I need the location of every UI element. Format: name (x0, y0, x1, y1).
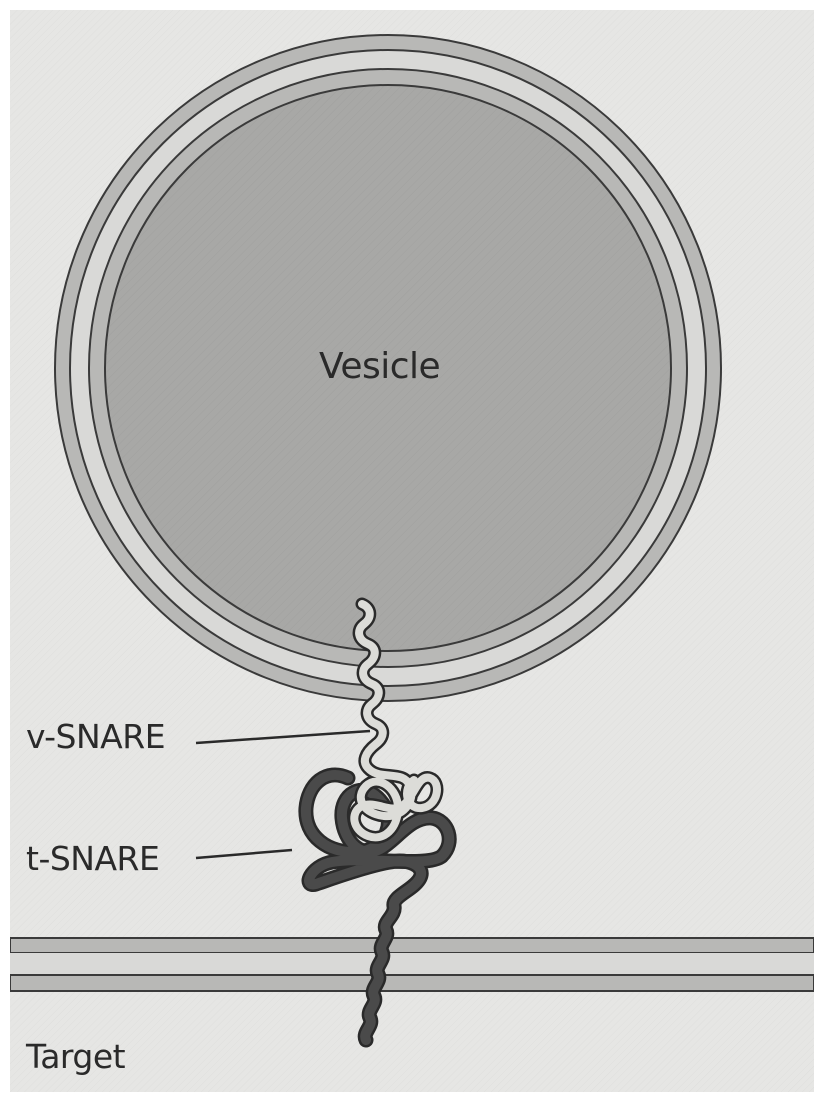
target-membrane-top-leaflet (10, 938, 814, 953)
target-label: Target (26, 1040, 125, 1073)
diagram-canvas (10, 10, 814, 1092)
target-membrane (10, 938, 814, 991)
snare-diagram: Vesicle v-SNARE t-SNARE Target (10, 10, 814, 1092)
t-snare-label: t-SNARE (26, 842, 159, 875)
vesicle-label: Vesicle (319, 349, 440, 385)
v-snare-label: v-SNARE (26, 720, 165, 753)
target-membrane-gap (10, 953, 814, 975)
target-membrane-bottom-leaflet (10, 975, 814, 991)
